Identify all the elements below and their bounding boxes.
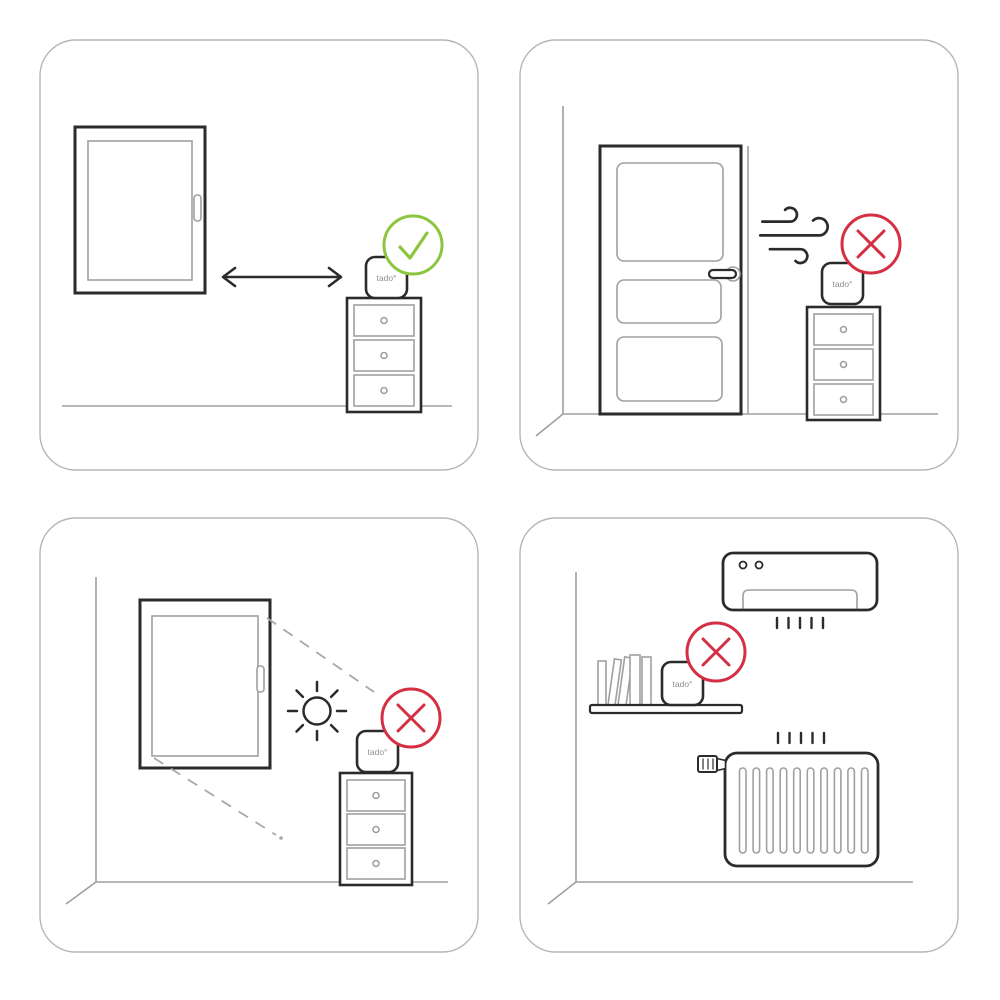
drawer-knob — [372, 825, 380, 834]
ac-indicator-light — [738, 560, 748, 570]
tado-device: tado° — [660, 660, 705, 707]
panel-near-ac-and-radiator: tado° — [519, 517, 959, 953]
device-brand-label: tado° — [377, 273, 397, 283]
drawer — [353, 339, 415, 372]
ac-indicator-light — [754, 560, 764, 570]
wall-corner — [547, 572, 913, 905]
dresser — [345, 296, 423, 414]
drawer-knob — [372, 791, 380, 800]
device-brand-label: tado° — [673, 679, 693, 689]
dresser — [805, 305, 882, 422]
drawer-knob — [839, 360, 848, 369]
door-panel — [616, 279, 722, 324]
panel-direct-sunlight: tado° — [39, 517, 479, 953]
cross-badge-icon — [685, 621, 747, 683]
panel-draft-near-door: tado° — [519, 39, 959, 471]
window — [138, 598, 272, 770]
drawer-knob — [839, 325, 848, 334]
radiator — [697, 751, 880, 868]
wind-draft-icon — [758, 206, 829, 265]
radiator-valve — [697, 755, 727, 773]
device-brand-label: tado° — [833, 279, 853, 289]
cross-badge-icon — [840, 213, 902, 275]
wall-shelf — [588, 703, 744, 715]
panel-distance-from-window: tado° — [39, 39, 479, 471]
radiator-fins — [738, 767, 869, 854]
drawer-knob — [839, 395, 848, 404]
sunbeam-end-dot — [279, 836, 283, 840]
cross-badge-icon — [380, 687, 442, 749]
sunbeam-dashed-lines — [153, 617, 375, 840]
door-handle — [707, 268, 738, 280]
book — [597, 660, 607, 706]
distance-arrow — [221, 266, 343, 288]
drawer-knob — [380, 316, 388, 325]
books — [597, 654, 652, 707]
air-conditioner — [721, 551, 879, 612]
check-badge-icon — [382, 214, 444, 276]
ac-vent-flap — [742, 589, 858, 609]
drawer-knob — [372, 859, 380, 868]
book — [629, 654, 641, 706]
dresser — [338, 771, 414, 887]
book — [641, 656, 652, 706]
door-panel — [616, 336, 723, 402]
tado-device: tado° — [355, 729, 400, 774]
sun-icon — [286, 680, 348, 742]
door-panel — [616, 162, 724, 262]
drawer-knob — [380, 351, 388, 360]
airflow-dashes — [775, 616, 825, 630]
window-handle — [256, 665, 265, 693]
drawer-knob — [380, 386, 388, 395]
window — [73, 125, 207, 295]
window-handle — [193, 194, 202, 222]
door — [598, 144, 749, 416]
tado-device: tado° — [820, 261, 865, 306]
drawer — [353, 304, 415, 337]
heat-dashes — [776, 731, 826, 745]
device-brand-label: tado° — [368, 747, 388, 757]
